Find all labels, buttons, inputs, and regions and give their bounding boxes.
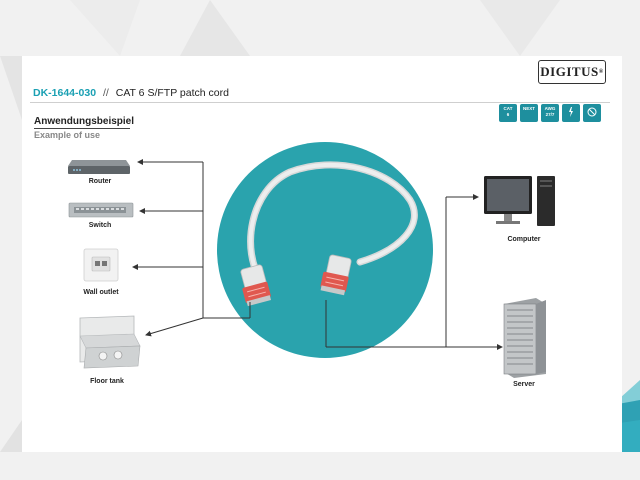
teal-circle [217,142,433,358]
left-connection-lines [132,159,251,337]
section-title: Anwendungsbeispiel [34,116,135,127]
computer-label: Computer [507,236,541,243]
server-label: Server [513,381,535,388]
computer-icon [484,176,555,226]
section-underline [34,128,130,129]
floor-tank-icon [79,315,141,369]
switch-label: Switch [88,222,112,229]
server-icon [503,298,546,378]
lszh-badge-icon [583,104,601,122]
digitus-logo: DIGITUS® [538,60,606,84]
wall-outlet-icon [83,248,119,282]
product-code: DK-1644-030 [33,87,97,99]
switch-icon [68,202,134,218]
product-header: DK-1644-030 // CAT 6 S/FTP patch cord [33,87,229,99]
product-name: CAT 6 S/FTP patch cord [115,87,229,99]
header-separator: // [102,87,109,99]
patch-cord-illustration [240,161,418,307]
right-connection-lines [325,194,503,350]
poe-badge-icon [562,104,580,122]
wall-outlet-label: Wall outlet [83,289,119,296]
floor-tank-label: Floor tank [90,378,124,385]
section-subtitle: Example of use [34,130,101,140]
header-divider [30,102,610,103]
router-icon [68,160,130,174]
next-badge-icon: NEXT [520,104,538,122]
router-label: Router [88,178,112,185]
